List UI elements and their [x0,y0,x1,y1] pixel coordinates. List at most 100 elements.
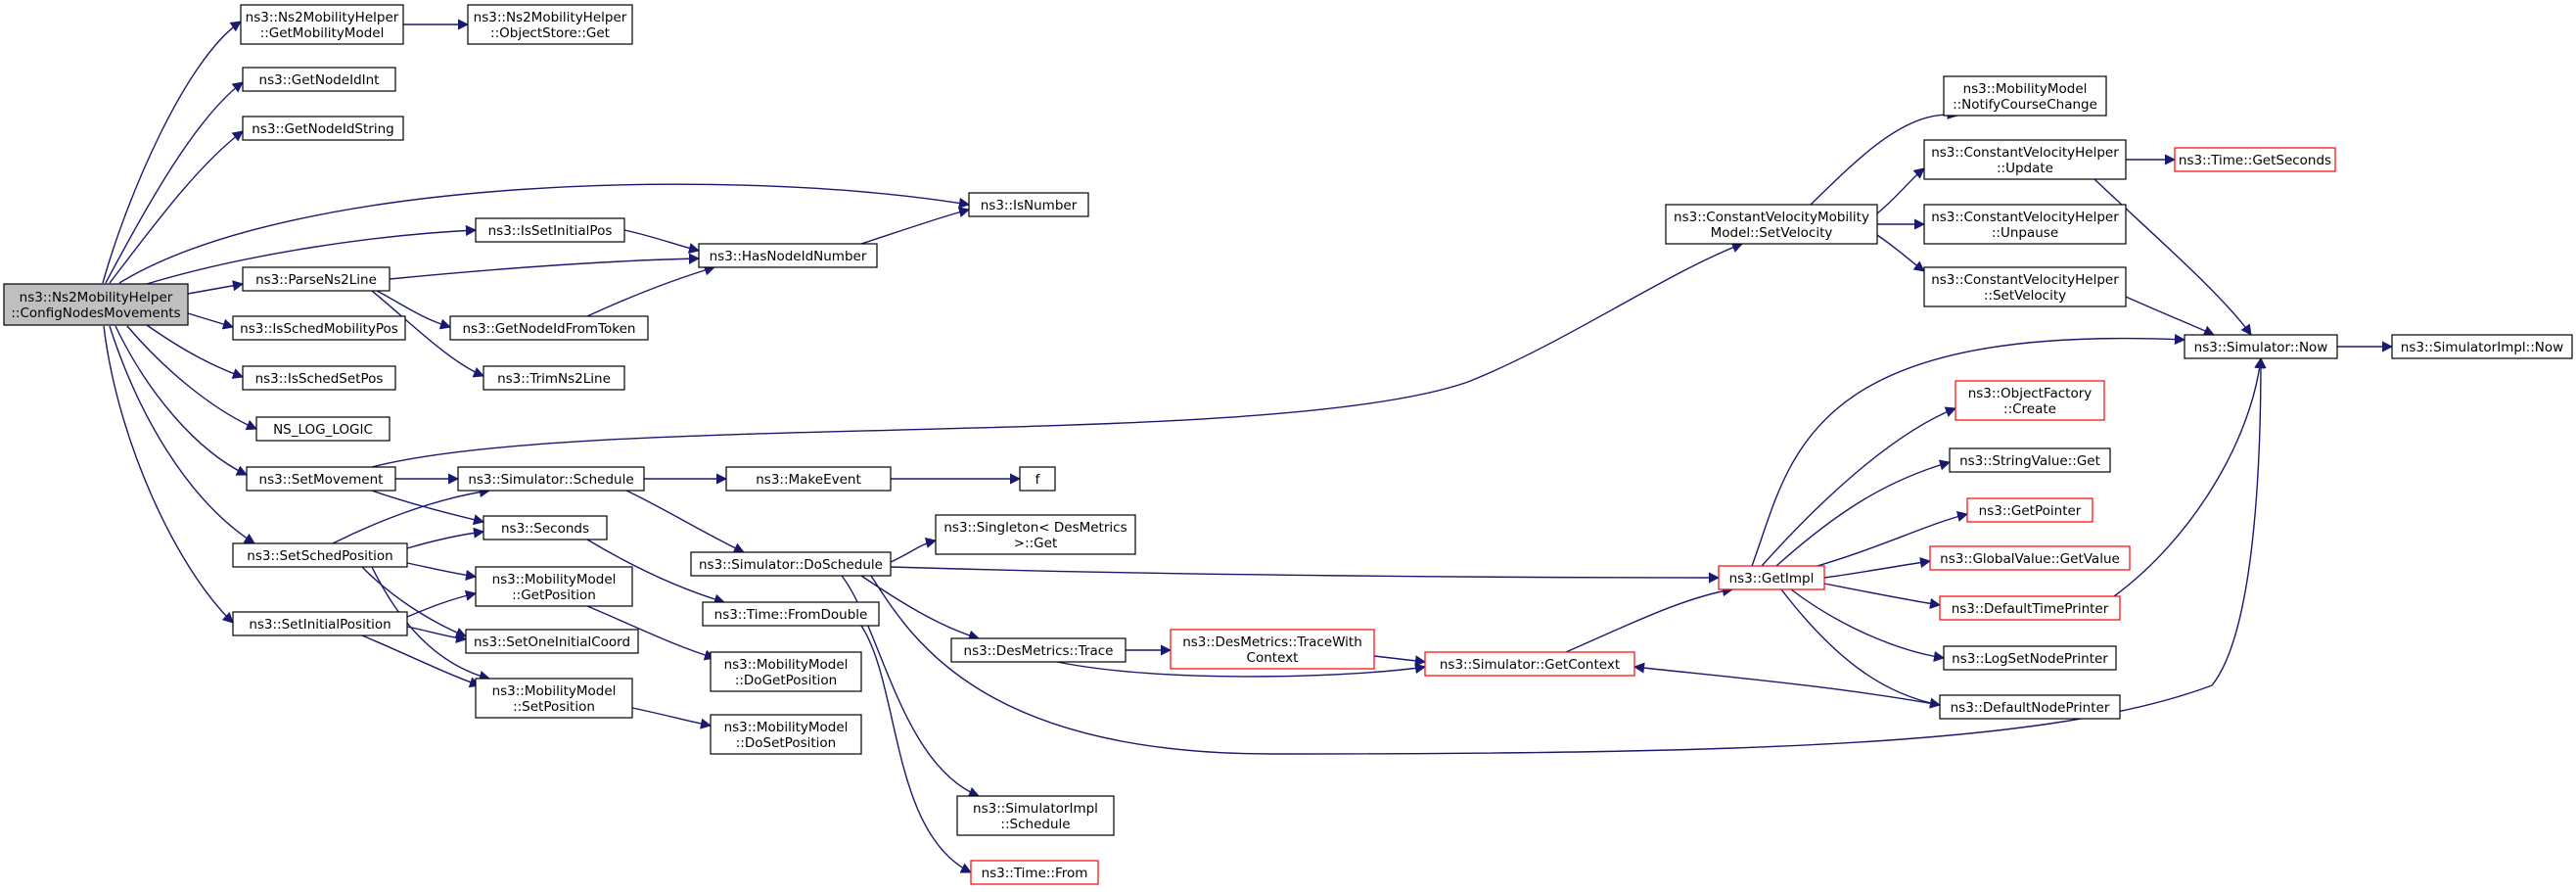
node-isSetInitialPos[interactable]: ns3::IsSetInitialPos [475,217,625,243]
node-isSchedMobilityPos[interactable]: ns3::IsSchedMobilityPos [232,315,406,341]
node-getPointer[interactable]: ns3::GetPointer [1966,497,2093,523]
node-label: ::ObjectStore::Get [490,25,610,41]
edge-root-to-nsLogLogic [126,325,258,431]
edge-getImpl-to-objFactoryCreate [1761,406,1957,567]
node-label: ns3::MobilityModel [1963,81,2088,97]
node-box [1019,466,1056,492]
node-getNodeIdFromToken[interactable]: ns3::GetNodeIdFromToken [449,315,649,341]
node-box [1939,694,2121,720]
node-timeFrom[interactable]: ns3::Time::From [970,860,1099,885]
edge-getImpl-to-globalValueGetValue [1823,557,1932,579]
node-simGetContext[interactable]: ns3::Simulator::GetContext [1424,651,1635,677]
node-label: ns3::GetImpl [1729,571,1815,587]
node-simImplSchedule[interactable]: ns3::SimulatorImpl::Schedule [956,795,1115,836]
node-label: Model::SetVelocity [1711,225,1833,241]
node-label: ::Create [2003,401,2056,417]
node-logSetNodePrinter[interactable]: ns3::LogSetNodePrinter [1943,645,2117,671]
call-edges [102,19,2394,873]
node-setMovement[interactable]: ns3::SetMovement [246,466,396,492]
node-box [242,266,391,292]
edge-parseNs2Line-to-trimNs2Line [371,290,485,378]
node-label: ns3::ConstantVelocityHelper [1931,272,2119,288]
node-mobSetPosition[interactable]: ns3::MobilityModel::SetPosition [475,678,633,719]
edge-root-to-setMovement [115,325,249,476]
node-box [1966,497,2093,523]
node-label: ns3::MobilityModel [724,720,849,735]
node-box [1424,651,1635,677]
edge-root-to-isSchedMobilityPos [187,312,235,330]
node-box [2184,334,2338,359]
edge-root-to-setInitialPosition [103,325,234,624]
node-mobDoGetPosition[interactable]: ns3::MobilityModel::DoGetPosition [710,651,862,692]
node-objStoreGet[interactable]: ns3::Ns2MobilityHelper::ObjectStore::Get [467,4,633,45]
node-notifyCourseChange[interactable]: ns3::MobilityModel::NotifyCourseChange [1943,75,2107,117]
node-setOneInitialCoord[interactable]: ns3::SetOneInitialCoord [465,629,639,654]
node-getImpl[interactable]: ns3::GetImpl [1718,565,1825,590]
edge-simDoSchedule-to-singletonGet [890,538,938,563]
node-isSchedSetPos[interactable]: ns3::IsSchedSetPos [242,365,396,391]
node-nsLogLogic[interactable]: NS_LOG_LOGIC [255,416,391,442]
node-label: ns3::LogSetNodePrinter [1952,651,2108,667]
node-simSchedule[interactable]: ns3::Simulator::Schedule [457,466,645,492]
node-cvmSetVelocity[interactable]: ns3::ConstantVelocityMobilityModel::SetV… [1665,204,1878,245]
node-defaultTimePrinter[interactable]: ns3::DefaultTimePrinter [1939,595,2121,621]
node-objFactoryCreate[interactable]: ns3::ObjectFactory::Create [1955,380,2105,421]
node-getNodeIdString[interactable]: ns3::GetNodeIdString [242,116,404,141]
node-box [1923,204,2127,245]
node-defaultNodePrinter[interactable]: ns3::DefaultNodePrinter [1939,694,2121,720]
node-stringValueGet[interactable]: ns3::StringValue::Get [1949,447,2111,473]
node-globalValueGetValue[interactable]: ns3::GlobalValue::GetValue [1929,545,2131,571]
node-label: f [1035,472,1041,488]
edge-mobSetPosition-to-mobDoSetPosition [631,707,713,729]
node-makeEvent[interactable]: ns3::MakeEvent [725,466,892,492]
node-simNow[interactable]: ns3::Simulator::Now [2184,334,2338,359]
edge-getImpl-to-defaultTimePrinter [1823,583,1942,609]
edge-simDoSchedule-to-simImplSchedule [841,575,981,798]
node-box [457,466,645,492]
edge-desMetricsTrace-to-simGetContext [1056,661,1427,678]
node-trimNs2Line[interactable]: ns3::TrimNs2Line [483,365,625,391]
node-cvhUpdate[interactable]: ns3::ConstantVelocityHelper::Update [1923,139,2127,180]
node-box [710,651,862,692]
node-label: Context [1247,650,1299,666]
node-box [1955,380,2105,421]
node-box [702,601,880,627]
node-parseNs2Line[interactable]: ns3::ParseNs2Line [242,266,391,292]
edge-isSetInitialPos-to-hasNodeIdNumber [623,229,701,254]
node-box [242,116,404,141]
node-box [935,514,1136,555]
node-seconds[interactable]: ns3::Seconds [483,515,608,540]
edge-setMovement-to-seconds [371,490,485,526]
node-label: ns3::HasNodeIdNumber [710,249,867,264]
node-mobGetPosition[interactable]: ns3::MobilityModel::GetPosition [475,566,633,607]
node-label: ::DoGetPosition [735,673,837,688]
node-getNodeIdInt[interactable]: ns3::GetNodeIdInt [242,67,396,92]
node-setSchedPosition[interactable]: ns3::SetSchedPosition [232,542,408,568]
edge-getImpl-to-logSetNodePrinter [1790,588,1946,663]
node-hasNodeIdNumber[interactable]: ns3::HasNodeIdNumber [698,243,878,268]
node-box [232,542,408,568]
node-box [1943,645,2117,671]
node-simImplNow[interactable]: ns3::SimulatorImpl::Now [2391,334,2573,359]
node-setInitialPosition[interactable]: ns3::SetInitialPosition [232,611,408,636]
node-root[interactable]: ns3::Ns2MobilityHelper::ConfigNodesMovem… [3,283,189,326]
node-box [475,217,625,243]
node-cvhUnpause[interactable]: ns3::ConstantVelocityHelper::Unpause [1923,204,2127,245]
node-label: ns3::DefaultNodePrinter [1951,700,2110,716]
node-simDoSchedule[interactable]: ns3::Simulator::DoSchedule [690,551,892,577]
node-label: ns3::Simulator::DoSchedule [699,557,883,573]
node-cvhSetVelocity[interactable]: ns3::ConstantVelocityHelper::SetVelocity [1923,266,2127,307]
edge-setSchedPosition-to-mobSetPosition [371,566,491,681]
node-isNumber[interactable]: ns3::IsNumber [968,192,1089,217]
edge-setInitialPosition-to-mobSetPosition [361,634,482,688]
edge-simSchedule-to-simDoSchedule [625,490,746,553]
node-mobDoSetPosition[interactable]: ns3::MobilityModel::DoSetPosition [710,714,862,755]
node-box [2391,334,2573,359]
node-f[interactable]: f [1019,466,1056,492]
node-desMetricsTrace[interactable]: ns3::DesMetrics::Trace [950,637,1127,663]
node-getMobModel[interactable]: ns3::Ns2MobilityHelper::GetMobilityModel [240,4,404,45]
node-singletonGet[interactable]: ns3::Singleton< DesMetrics>::Get [935,514,1136,555]
node-timeGetSeconds[interactable]: ns3::Time::GetSeconds [2174,147,2336,172]
node-timeFromDouble[interactable]: ns3::Time::FromDouble [702,601,880,627]
